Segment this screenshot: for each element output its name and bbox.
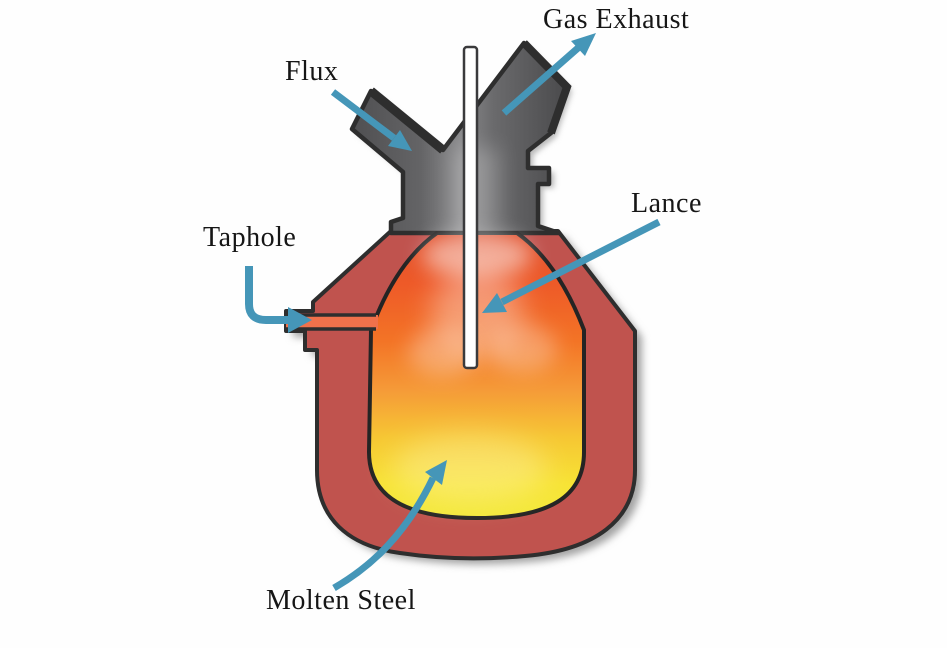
lance-arrow [482, 218, 661, 313]
label-molten-steel: Molten Steel [266, 585, 416, 616]
label-lance: Lance [631, 188, 702, 219]
label-taphole: Taphole [203, 222, 297, 253]
exhaust-chute-rim [521, 40, 572, 135]
gas-exhaust-arrow [501, 33, 596, 116]
molten-steel-arrow [332, 460, 447, 592]
flux-arrow [330, 89, 412, 151]
lance-tube [462, 45, 479, 370]
label-gas-exhaust: Gas Exhaust [543, 4, 690, 35]
taphole-arrow [245, 266, 312, 333]
label-flux: Flux [285, 56, 339, 87]
flux-chute-rim [368, 87, 446, 154]
